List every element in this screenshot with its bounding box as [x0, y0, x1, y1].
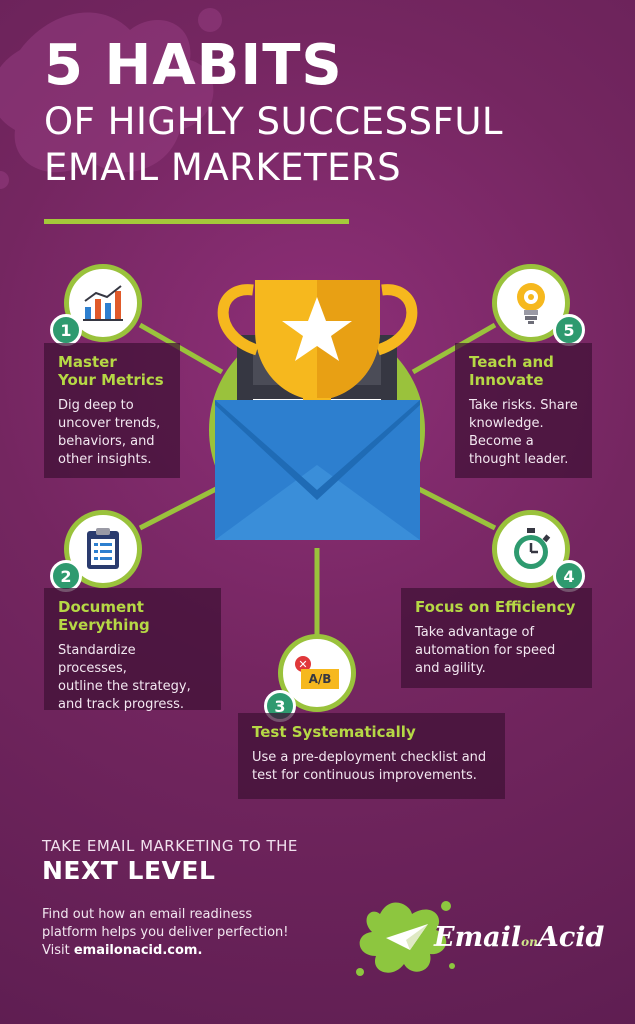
- habit-description: Use a pre-deployment checklist and test …: [252, 750, 487, 783]
- habit-title: Master Your Metrics: [58, 353, 164, 389]
- logo-splat-icon: [356, 901, 455, 976]
- habit-number-badge: 4: [553, 560, 585, 592]
- habit-description: Take advantage of automation for speed a…: [415, 625, 556, 676]
- habit-card-test: Test Systematically Use a pre-deployment…: [238, 713, 505, 799]
- habit-number-badge: 5: [553, 314, 585, 346]
- background-splat-shape: [0, 8, 222, 189]
- trophy-envelope-icon: [209, 280, 425, 540]
- page-title: 5 HABITS: [44, 33, 343, 98]
- close-icon: ✕: [295, 656, 311, 672]
- habit-card-metrics: Master Your Metrics Dig deep to uncover …: [44, 343, 180, 478]
- habit-title: Teach and Innovate: [469, 353, 554, 389]
- habit-title: Test Systematically: [252, 723, 416, 741]
- cta-description: Find out how an email readiness platform…: [42, 907, 289, 958]
- habit-card-innovate: Teach and Innovate Take risks. Share kno…: [455, 343, 592, 478]
- brand-logo[interactable]: EmailonAcid: [434, 922, 605, 953]
- habit-card-document: Document Everything Standardize processe…: [44, 588, 221, 712]
- website-link[interactable]: emailonacid.com.: [73, 943, 203, 958]
- document-icon-circle: [64, 510, 142, 588]
- bar-chart-icon: [83, 285, 123, 321]
- ab-test-icon: ✕ A/B: [295, 656, 339, 690]
- lightbulb-gear-icon: [517, 283, 545, 324]
- habit-card-efficiency: Focus on Efficiency Take advantage of au…: [401, 588, 592, 688]
- habit-title: Focus on Efficiency: [415, 598, 576, 616]
- habit-description: Take risks. Share knowledge. Become a th…: [469, 398, 578, 467]
- page-subtitle-line2: EMAIL MARKETERS: [44, 146, 402, 189]
- habit-description: Standardize processes, outline the strat…: [58, 643, 191, 712]
- page-subtitle-line1: OF HIGHLY SUCCESSFUL: [44, 100, 504, 143]
- cta-headline: NEXT LEVEL: [42, 856, 216, 885]
- cta-kicker: TAKE EMAIL MARKETING TO THE: [42, 837, 298, 855]
- title-divider: [44, 219, 349, 224]
- habit-number-badge: 1: [50, 314, 82, 346]
- test-icon-circle: ✕ A/B: [278, 634, 356, 712]
- efficiency-icon-circle: [492, 510, 570, 588]
- habit-title: Document Everything: [58, 598, 150, 634]
- ab-label: A/B: [301, 669, 339, 689]
- habit-number-badge: 2: [50, 560, 82, 592]
- habit-description: Dig deep to uncover trends, behaviors, a…: [58, 398, 161, 467]
- clipboard-checklist-icon: [87, 528, 119, 569]
- stopwatch-icon: [514, 528, 551, 569]
